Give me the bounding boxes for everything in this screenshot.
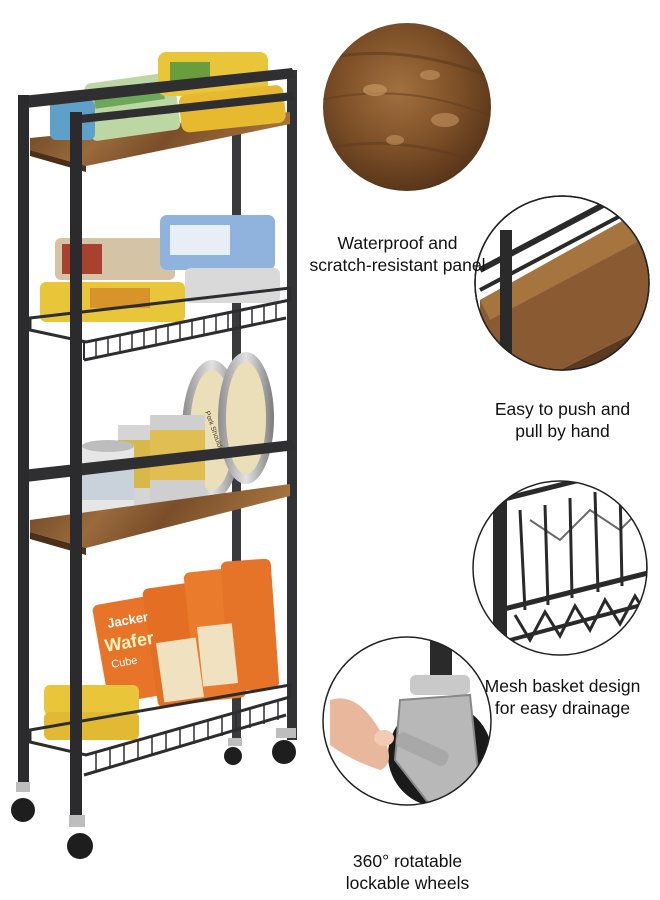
wafer-sub-text: Cube — [110, 655, 138, 671]
caption-line: scratch-resistant panel — [309, 255, 486, 275]
caption-line: pull by hand — [515, 421, 610, 441]
caption-line: for easy drainage — [494, 698, 631, 718]
caption-push-pull: Easy to push and pull by hand — [475, 398, 650, 442]
cart-front-post-left — [18, 95, 29, 785]
cart-wheels — [11, 728, 296, 859]
middle-wood-shelf — [30, 484, 290, 548]
detail-mesh-basket — [472, 480, 648, 656]
detail-wood-panel — [323, 23, 491, 191]
caption-waterproof-panel: Waterproof and scratch-resistant panel — [305, 232, 490, 276]
wafer-brand-text: Jacker — [106, 609, 149, 631]
caption-line: Waterproof and — [337, 233, 458, 253]
wafer-snack-bags: Jacker Wafer Cube — [44, 558, 280, 740]
storage-cart: Pork Shoulder Jacker Wafer Cube — [11, 52, 297, 859]
caption-line: 360° rotatable — [352, 851, 463, 871]
caption-wheels: 360° rotatable lockable wheels — [325, 850, 490, 894]
caption-line: lockable wheels — [345, 873, 470, 893]
detail-lockable-wheel — [322, 636, 492, 806]
cart-back-post-right — [287, 70, 297, 740]
wire-basket-upper — [28, 286, 292, 362]
cart-front-post-right — [70, 112, 82, 817]
caption-mesh-basket: Mesh basket design for easy drainage — [470, 675, 655, 719]
caption-line: Mesh basket design — [484, 676, 641, 696]
caption-line: Easy to push and — [494, 399, 631, 419]
detail-push-handle — [474, 195, 650, 371]
wire-basket-lower — [28, 683, 292, 777]
